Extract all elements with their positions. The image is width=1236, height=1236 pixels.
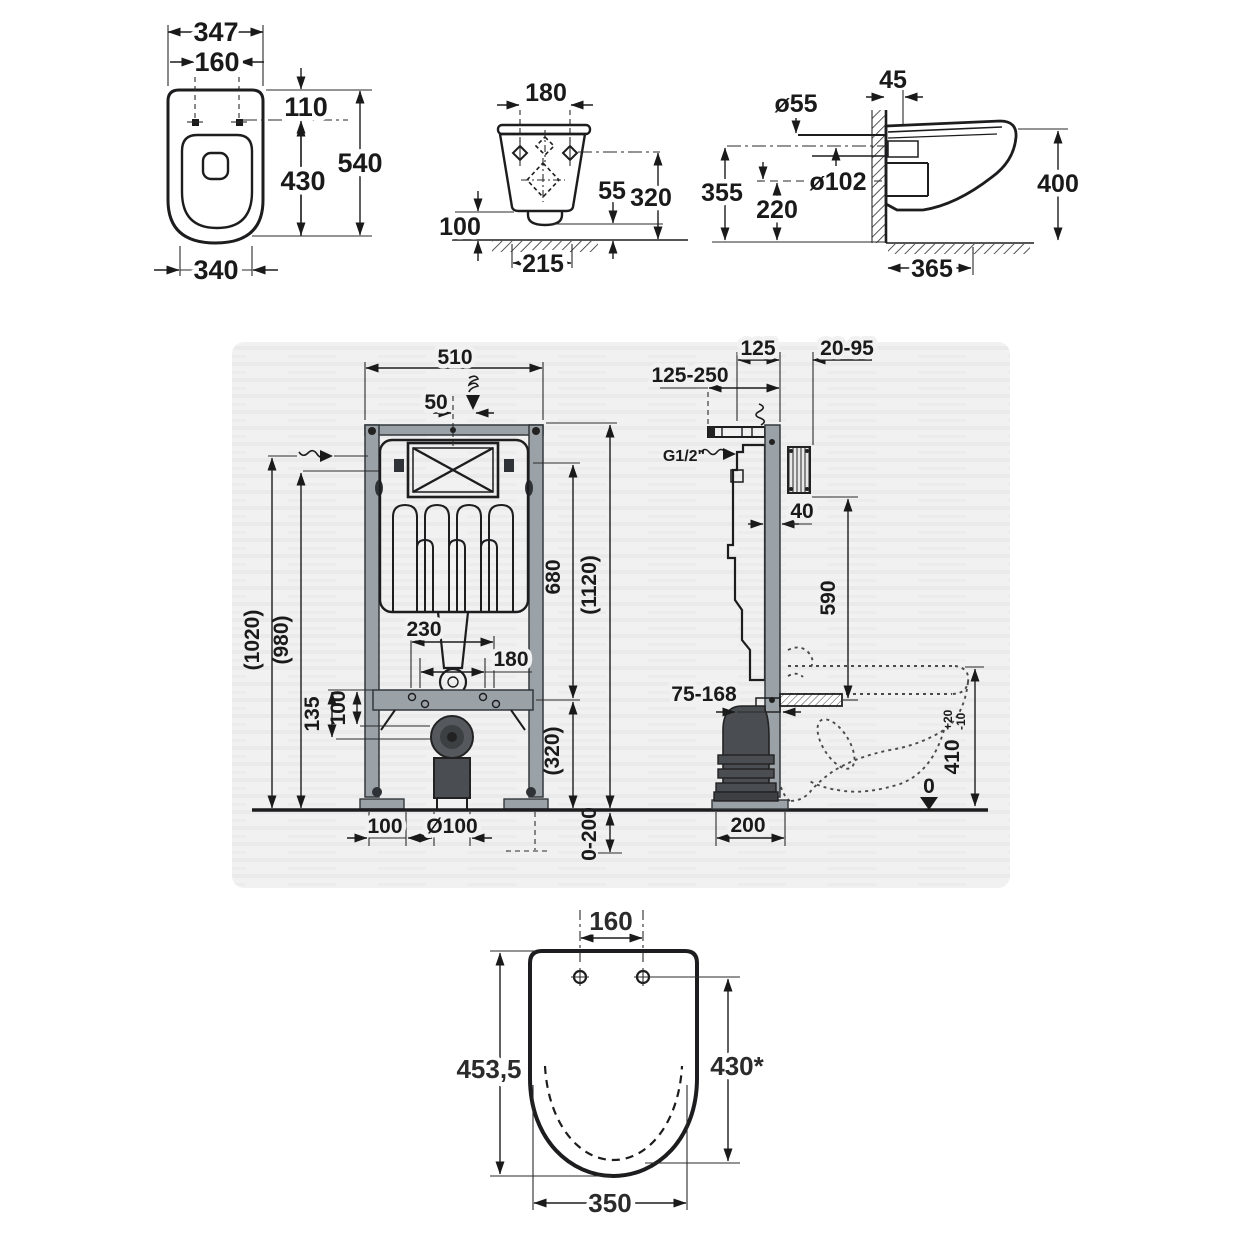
dim-frame-fixing-centres: 180 (493, 648, 528, 671)
dim-wall-offset: 45 (879, 66, 907, 94)
view-seat: 160 453,5 430* 350 (452, 902, 769, 1223)
dim-body-width: 340 (193, 255, 238, 285)
dim-side-depth: 365 (911, 255, 953, 283)
dim-hinge-centres: 160 (589, 906, 632, 936)
dim-outlet-height: 220 (756, 196, 798, 224)
dim-hinge-to-front: 430* (710, 1051, 764, 1081)
dim-profile-depth: 40 (790, 500, 813, 523)
dim-plate-to-outlet: 590 (817, 580, 840, 615)
dim-rear-fixing-height: 320 (630, 184, 672, 212)
scan-noise-band (232, 342, 1010, 888)
label-supply-connection: G1/2" (663, 448, 705, 465)
dim-rim-height-group: 410 +20 -10 (941, 709, 968, 774)
dim-seat-overall-length: 453,5 (456, 1054, 521, 1084)
dim-supply-height: (1020) (241, 610, 264, 671)
dim-frame-width: 510 (437, 346, 472, 369)
dim-outlet-offset: 55 (598, 177, 626, 205)
dim-valve-height: (980) (270, 615, 293, 664)
dim-frame-height: (1120) (578, 555, 601, 615)
view-bowl-rear: 180 55 320 100 215 (435, 75, 688, 283)
dim-overall-height: 400 (1037, 170, 1079, 198)
dim-rim-tol-minus: -10 (954, 712, 968, 730)
label-floor-datum: 0 (923, 775, 935, 798)
dim-supply-depth-range: 125-250 (651, 364, 728, 387)
dim-rear-fixing-centres: 180 (525, 79, 567, 107)
dim-outlet-diameter: ø102 (810, 168, 867, 196)
dim-overall-width: 347 (193, 17, 238, 47)
dim-overall-depth: 540 (337, 148, 382, 178)
dim-rim-height: 410 (941, 739, 964, 774)
dim-bracket-centres: 230 (406, 618, 441, 641)
dim-floor-clearance: 100 (439, 213, 481, 241)
dim-edge-offset: 100 (367, 815, 402, 838)
dim-seat-width: 350 (588, 1188, 631, 1218)
dim-base-depth: 200 (730, 814, 765, 837)
dim-rim-tol-plus: +20 (941, 709, 955, 730)
dim-outlet-adjustment: 75-168 (671, 683, 737, 706)
dim-side-fixing-height: 355 (701, 179, 743, 207)
dim-fixing-centres: 160 (194, 47, 239, 77)
dim-wall-finish-depth: 20-95 (820, 337, 874, 360)
dim-supply-offset: 50 (424, 391, 447, 414)
dim-frame-depth: 125 (740, 337, 775, 360)
view-frame-front: 510 50 (1120) 680 (320) (1020) (980) 230 (241, 342, 622, 861)
view-bowl-front: 347 160 110 430 540 340 (154, 13, 387, 290)
view-bowl-side: ø55 45 ø102 355 220 400 365 (697, 66, 1084, 288)
dim-fixings-to-front: 430 (280, 166, 325, 196)
dim-offset-135: 135 (301, 696, 324, 731)
dim-outlet-height-ref: (320) (541, 726, 564, 775)
view-frame-side: G1/2" 125 20-95 125-250 40 590 75-168 (647, 333, 984, 846)
dim-inlet-diameter: ø55 (774, 90, 817, 118)
dim-leg-adjustment: 0-200 (578, 807, 601, 861)
dim-offset-100: 100 (327, 690, 350, 725)
dim-base-width: 215 (522, 250, 564, 278)
dim-rim-to-fixings: 110 (284, 92, 328, 122)
dim-waste-diameter: Ø100 (426, 815, 477, 838)
dim-flush-bend-height: 680 (542, 559, 565, 594)
